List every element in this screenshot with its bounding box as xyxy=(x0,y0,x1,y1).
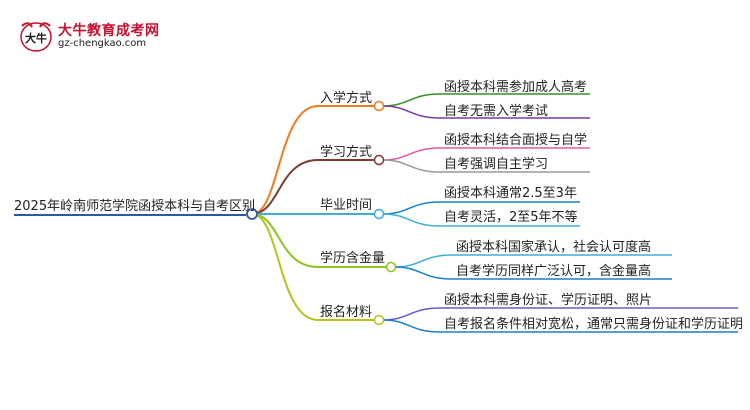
root-to-branch-connector xyxy=(251,213,319,268)
logo-url: gz-chengkao.com xyxy=(58,38,147,49)
branch-to-leaf-connector xyxy=(382,213,441,227)
branch-to-leaf-connector xyxy=(382,105,441,119)
leaf-study-selfstudy: 自考强调自主学习 xyxy=(444,157,549,172)
site-logo[interactable]: 大牛 大牛教育成考网 gz-chengkao.com xyxy=(18,18,188,54)
leaf-admission-correspondence: 函授本科需参加成人高考 xyxy=(444,80,588,95)
leaf-graduation-selfstudy: 自考灵活，2至5年不等 xyxy=(444,210,578,225)
branch-to-leaf-connector xyxy=(394,266,453,280)
branch-label-diploma-value: 学历含金量 xyxy=(320,251,386,266)
logo-mark-text: 大牛 xyxy=(25,31,47,45)
logo-title: 大牛教育成考网 xyxy=(58,23,160,39)
branch-node-circle xyxy=(373,100,385,112)
leaf-graduation-correspondence: 函授本科通常2.5至3年 xyxy=(444,186,577,201)
leaf-materials-correspondence: 函授本科需身份证、学历证明、照片 xyxy=(444,293,653,308)
leaf-study-correspondence: 函授本科结合面授与自学 xyxy=(444,133,588,148)
branch-to-leaf-connector xyxy=(382,93,441,107)
branch-label-admission: 入学方式 xyxy=(320,91,373,106)
leaf-materials-selfstudy: 自考报名条件相对宽松，通常只需身份证和学历证明 xyxy=(444,317,744,332)
branch-node-circle xyxy=(373,154,385,166)
branch-to-leaf-connector xyxy=(394,254,453,268)
branch-node-circle xyxy=(373,208,385,220)
root-node-circle xyxy=(246,208,258,220)
branch-label-application-materials: 报名材料 xyxy=(320,305,373,320)
branch-node-circle xyxy=(373,314,385,326)
root-to-branch-connector xyxy=(251,213,319,321)
leaf-diploma-correspondence: 函授本科国家承认，社会认可度高 xyxy=(456,240,652,255)
root-to-branch-connector xyxy=(251,159,319,215)
branch-to-leaf-connector xyxy=(382,147,441,161)
leaf-diploma-selfstudy: 自考学历同样广泛认可，含金量高 xyxy=(456,264,652,279)
root-topic: 2025年岭南师范学院函授本科与自考区别 xyxy=(14,199,256,214)
branch-node-circle xyxy=(385,261,397,273)
bull-logo-icon: 大牛 xyxy=(20,22,52,52)
branch-to-leaf-connector xyxy=(382,159,441,173)
leaf-admission-selfstudy: 自考无需入学考试 xyxy=(444,104,549,119)
branch-to-leaf-connector xyxy=(382,201,441,215)
branch-to-leaf-connector xyxy=(382,319,441,333)
branch-to-leaf-connector xyxy=(382,307,441,321)
branch-label-study-mode: 学习方式 xyxy=(320,145,373,160)
branch-label-graduation-time: 毕业时间 xyxy=(320,198,373,213)
root-to-branch-connector xyxy=(251,105,319,215)
